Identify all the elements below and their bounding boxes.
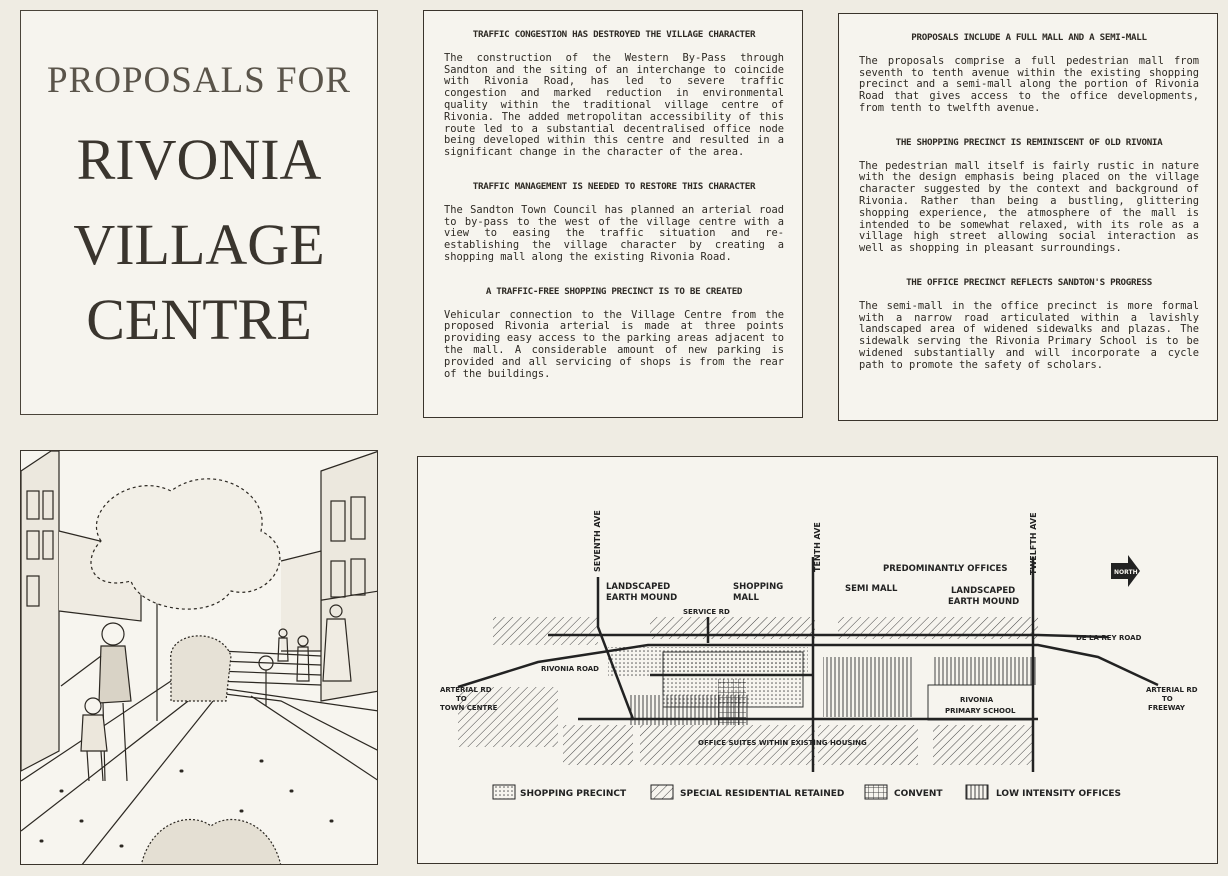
site-plan-map: SEVENTH AVE TENTH AVE TWELFTH AVE LANDSC… [417,456,1218,864]
section-heading: TRAFFIC CONGESTION HAS DESTROYED THE VIL… [472,29,756,40]
office-suites-label: OFFICE SUITES WITHIN EXISTING HOUSING [698,739,867,747]
arterial-right-label-2: TO [1162,695,1173,703]
service-road-label: SERVICE RD [683,608,730,616]
section-body: The pedestrian mall itself is fairly rus… [859,159,1199,255]
tenth-ave-label: TENTH AVE [813,522,822,572]
street-sketch-image [21,451,377,864]
de-la-rey-road-label: DE LA REY ROAD [1076,634,1142,642]
legend-low-intensity: LOW INTENSITY OFFICES [996,789,1121,799]
school-label-2: PRIMARY SCHOOL [945,707,1016,715]
earth-mound-right-label: EARTH MOUND [948,597,1019,607]
arterial-left-label-2: TO [456,695,467,703]
legend-convent: CONVENT [894,789,943,799]
school-label-1: RIVONIA [960,696,994,704]
semi-mall-label: SEMI MALL [845,584,898,594]
twelfth-ave-label: TWELFTH AVE [1029,512,1038,575]
text-column-1: TRAFFIC CONGESTION HAS DESTROYED THE VIL… [423,10,803,418]
special-residential-zones [458,617,1038,765]
shopping-precinct-swatch [492,784,516,800]
section-body: The semi-mall in the office precinct is … [859,299,1199,371]
title-line-4: CENTRE [86,287,312,352]
seventh-ave-label: SEVENTH AVE [593,510,602,572]
shopping-mall-label: SHOPPING [733,582,783,592]
arterial-right-label-3: FREEWAY [1148,704,1186,712]
landscaped-mound-label: LANDSCAPED [606,582,670,592]
section-heading: A TRAFFIC-FREE SHOPPING PRECINCT IS TO B… [485,285,743,297]
title-line-3: VILLAGE [73,212,325,277]
text-column-2: PROPOSALS INCLUDE A FULL MALL AND A SEMI… [838,13,1218,421]
special-residential-swatch [650,784,674,800]
section-body: Vehicular connection to the Village Cent… [444,308,784,380]
shopping-mall-label-2: MALL [733,593,759,603]
north-arrow-icon: NORTH [1111,555,1140,587]
earth-mound-label: EARTH MOUND [606,593,677,603]
legend-shopping-precinct: SHOPPING PRECINCT [520,789,627,799]
section-body: The construction of the Western By-Pass … [444,51,784,159]
section-heading: PROPOSALS INCLUDE A FULL MALL AND A SEMI… [911,32,1147,43]
landscaped-mound-right-label: LANDSCAPED [951,586,1015,596]
legend: SHOPPING PRECINCT SPECIAL RESIDENTIAL RE… [492,784,1121,800]
title-panel: PROPOSALS FOR RIVONIA VILLAGE CENTRE [20,10,378,415]
street-scene-illustration [20,450,378,865]
arterial-left-label-3: TOWN CENTRE [440,704,498,712]
section-heading: THE SHOPPING PRECINCT IS REMINISCENT OF … [895,136,1163,148]
section-body: The Sandton Town Council has planned an … [444,203,784,263]
arterial-left-label-1: ARTERIAL RD [440,686,492,694]
site-plan-diagram: SEVENTH AVE TENTH AVE TWELFTH AVE LANDSC… [440,510,1198,800]
north-label: NORTH [1114,569,1138,576]
section-body: The proposals comprise a full pedestrian… [859,54,1199,114]
title-line-1: PROPOSALS FOR [47,60,351,101]
low-intensity-swatch [965,784,989,800]
rivonia-road-label: RIVONIA ROAD [541,665,599,673]
title-line-2: RIVONIA [76,127,322,192]
legend-special-residential: SPECIAL RESIDENTIAL RETAINED [680,789,844,799]
section-heading: TRAFFIC MANAGEMENT IS NEEDED TO RESTORE … [472,180,756,192]
convent-swatch [864,784,888,800]
road-network [457,557,1159,772]
arterial-right-label-1: ARTERIAL RD [1146,686,1198,694]
predominantly-offices-label: PREDOMINANTLY OFFICES [883,564,1007,574]
section-heading: THE OFFICE PRECINCT REFLECTS SANDTON'S P… [906,276,1152,288]
